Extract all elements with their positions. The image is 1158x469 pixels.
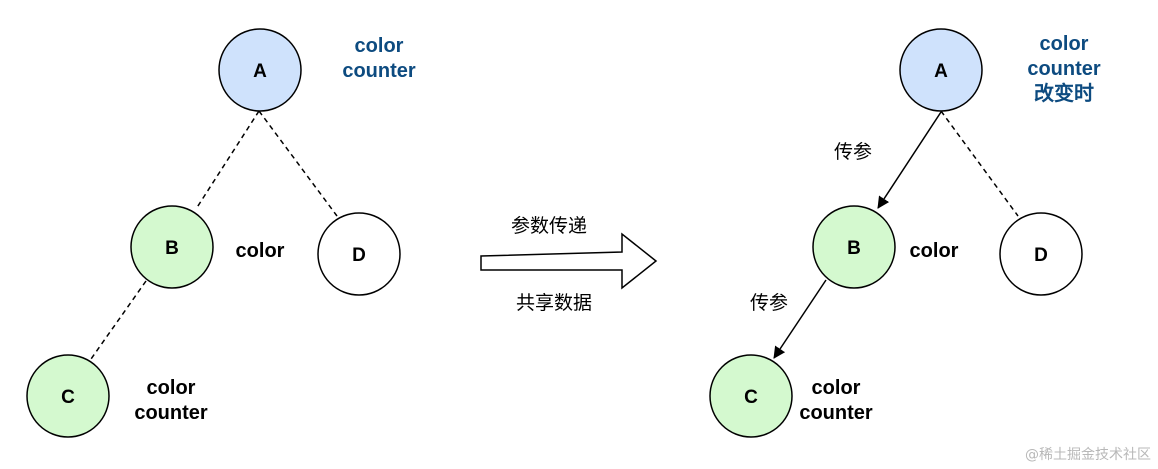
left-node-a-state-color: color: [355, 35, 404, 57]
left-node-b-state-color: color: [236, 240, 285, 262]
transition-top-label: 参数传递: [511, 215, 587, 237]
left-node-a-state-counter: counter: [342, 60, 416, 82]
right-edge-a-b-label: 传参: [834, 141, 872, 163]
right-node-d: D: [999, 212, 1083, 296]
right-node-a: A: [899, 28, 983, 112]
left-node-d-circle: [317, 212, 401, 296]
left-node-a-label: A: [253, 61, 267, 82]
left-node-b-label: B: [165, 238, 179, 259]
right-tree: 传参 传参 A color counter 改变时 B color D C co…: [709, 28, 1101, 438]
left-node-b-circle: [130, 205, 214, 289]
left-node-d-label: D: [352, 245, 366, 266]
right-node-a-circle: [899, 28, 983, 112]
watermark: @稀土掘金技术社区: [1025, 447, 1151, 463]
left-node-a-circle: [218, 28, 302, 112]
left-node-c-circle: [26, 354, 110, 438]
right-node-c-state-counter: counter: [799, 402, 873, 424]
right-edge-a-d: [940, 110, 1019, 217]
right-node-c-state-color: color: [812, 377, 861, 399]
right-node-b-label: B: [847, 238, 861, 259]
right-node-d-label: D: [1034, 245, 1048, 266]
transition-bottom-label: 共享数据: [516, 292, 592, 314]
right-node-a-state-change: 改变时: [1034, 81, 1094, 105]
right-node-a-label: A: [934, 61, 948, 82]
right-edge-b-c-arrow: [773, 279, 827, 359]
right-edge-a-b-arrow: [877, 111, 942, 209]
left-tree: A color counter B color D C color counte…: [26, 28, 416, 438]
right-node-a-state-color: color: [1040, 33, 1089, 55]
left-edge-b-c: [90, 280, 147, 360]
left-node-c-label: C: [61, 387, 75, 408]
right-edge-b-c-label: 传参: [750, 292, 788, 314]
right-node-b-state-color: color: [910, 240, 959, 262]
right-node-b: B: [812, 205, 896, 289]
left-node-c-state-counter: counter: [134, 402, 208, 424]
right-node-c-label: C: [744, 387, 758, 408]
left-edge-a-d: [258, 110, 338, 217]
left-node-c: C: [26, 354, 110, 438]
right-node-d-circle: [999, 212, 1083, 296]
left-edge-a-b: [195, 110, 260, 210]
right-node-c: C: [709, 354, 793, 438]
left-node-a: A: [218, 28, 302, 112]
right-arrow-icon: [480, 232, 658, 290]
right-node-b-circle: [812, 205, 896, 289]
left-node-c-state-color: color: [147, 377, 196, 399]
left-node-b: B: [130, 205, 214, 289]
transition: 参数传递 共享数据: [480, 215, 658, 314]
right-node-c-circle: [709, 354, 793, 438]
left-node-d: D: [317, 212, 401, 296]
right-node-a-state-counter: counter: [1027, 58, 1101, 80]
